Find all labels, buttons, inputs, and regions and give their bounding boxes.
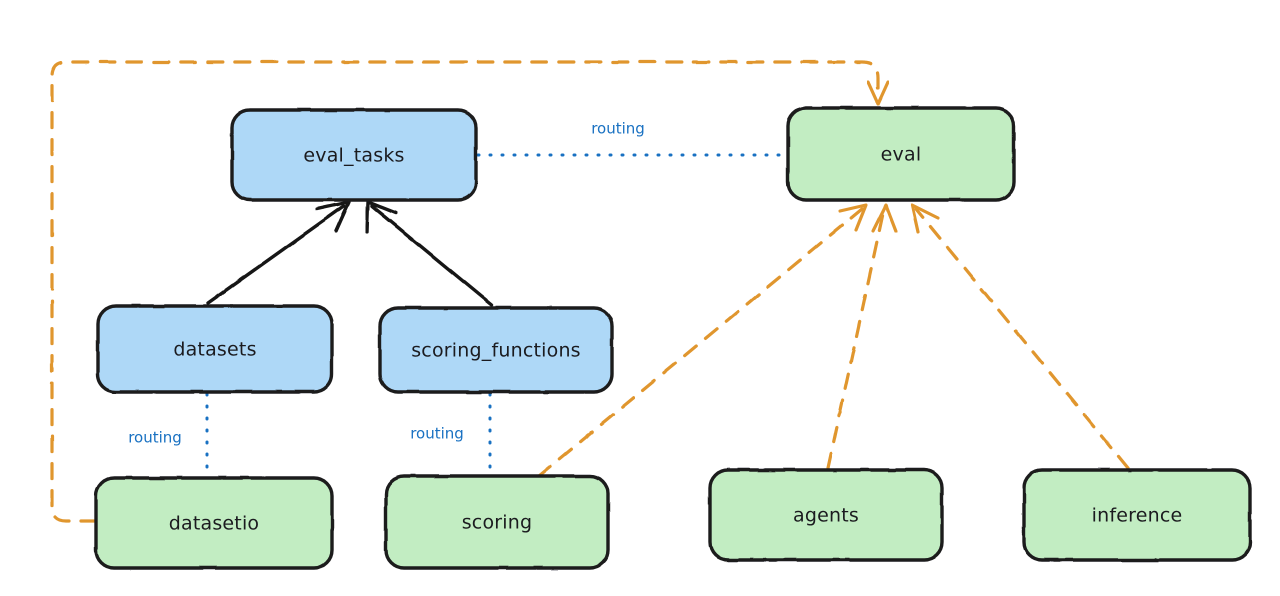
node-eval_tasks[interactable]: eval_tasks bbox=[230, 108, 478, 202]
node-label-eval_tasks: eval_tasks bbox=[303, 145, 404, 167]
node-label-datasetio: datasetio bbox=[169, 513, 260, 535]
edge-scoring_functions-eval_tasks bbox=[365, 200, 494, 307]
node-datasets[interactable]: datasets bbox=[96, 304, 334, 394]
edge-inference-eval bbox=[910, 203, 1130, 470]
edge-datasets-eval_tasks bbox=[206, 200, 351, 305]
node-label-inference: inference bbox=[1092, 505, 1183, 527]
node-agents[interactable]: agents bbox=[708, 468, 944, 562]
node-scoring[interactable]: scoring bbox=[384, 474, 610, 570]
node-label-scoring: scoring bbox=[462, 512, 533, 534]
node-label-datasets: datasets bbox=[173, 339, 256, 361]
node-eval[interactable]: eval bbox=[786, 106, 1016, 202]
node-inference[interactable]: inference bbox=[1022, 468, 1252, 562]
node-label-agents: agents bbox=[793, 505, 859, 527]
node-label-scoring_functions: scoring_functions bbox=[411, 340, 581, 362]
node-scoring_functions[interactable]: scoring_functions bbox=[378, 306, 614, 394]
edge-datasetio-eval bbox=[50, 60, 890, 523]
edge-label-routing-eval_tasks-eval: routing bbox=[591, 120, 645, 138]
node-datasetio[interactable]: datasetio bbox=[94, 476, 334, 570]
node-label-eval: eval bbox=[881, 144, 922, 166]
edge-label-routing-datasets-datasetio: routing bbox=[128, 429, 182, 447]
edge-agents-eval bbox=[826, 203, 898, 470]
edge-scoring-eval bbox=[537, 203, 868, 478]
edge-label-routing-scoring_functions-scoring: routing bbox=[410, 425, 464, 443]
